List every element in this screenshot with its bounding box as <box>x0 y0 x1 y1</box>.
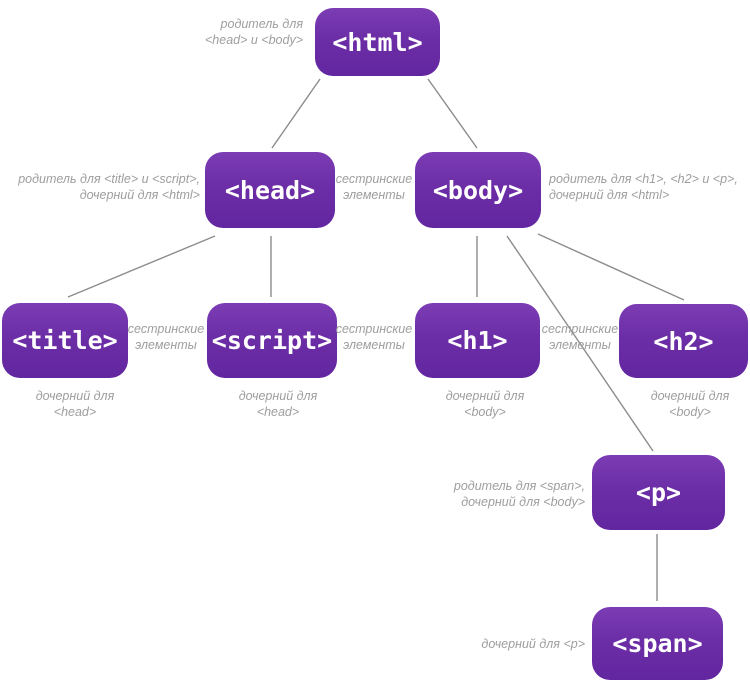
annotation-h2: дочерний для <body> <box>650 389 730 419</box>
annotation-h1: дочерний для <body> <box>445 389 525 419</box>
annotation-head: родитель для <title> и <script>, дочерни… <box>18 172 200 202</box>
annotation-html: родитель для <head> и <body> <box>204 17 303 47</box>
edge-html-head <box>271 78 321 149</box>
node-h2: <h2> <box>619 304 748 378</box>
node-head: <head> <box>205 152 335 228</box>
edge-body-h2 <box>537 233 685 301</box>
annotation-title: дочерний для <head> <box>35 389 115 419</box>
node-script: <script> <box>207 303 337 378</box>
node-p: <p> <box>592 455 725 530</box>
edge-html-body <box>427 78 478 149</box>
node-title: <title> <box>2 303 128 378</box>
annotation-script: дочерний для <head> <box>238 389 318 419</box>
sibling-label-script-h1: сестринские элементы <box>335 322 413 352</box>
edge-body-p <box>506 235 654 452</box>
edge-head-title <box>67 235 216 298</box>
sibling-label-title-script: сестринские элементы <box>127 322 205 352</box>
node-span: <span> <box>592 607 723 680</box>
node-html: <html> <box>315 8 440 76</box>
sibling-label-head-body: сестринские элементы <box>335 172 413 202</box>
annotation-span: дочерний для <p> <box>481 637 585 651</box>
node-h1: <h1> <box>415 303 540 378</box>
node-body: <body> <box>415 152 541 228</box>
annotation-body: родитель для <h1>, <h2> и <p>, дочерний … <box>549 172 738 202</box>
annotation-p: родитель для <span>, дочерний для <body> <box>453 479 585 509</box>
sibling-label-h1-h2: сестринские элементы <box>541 322 619 352</box>
